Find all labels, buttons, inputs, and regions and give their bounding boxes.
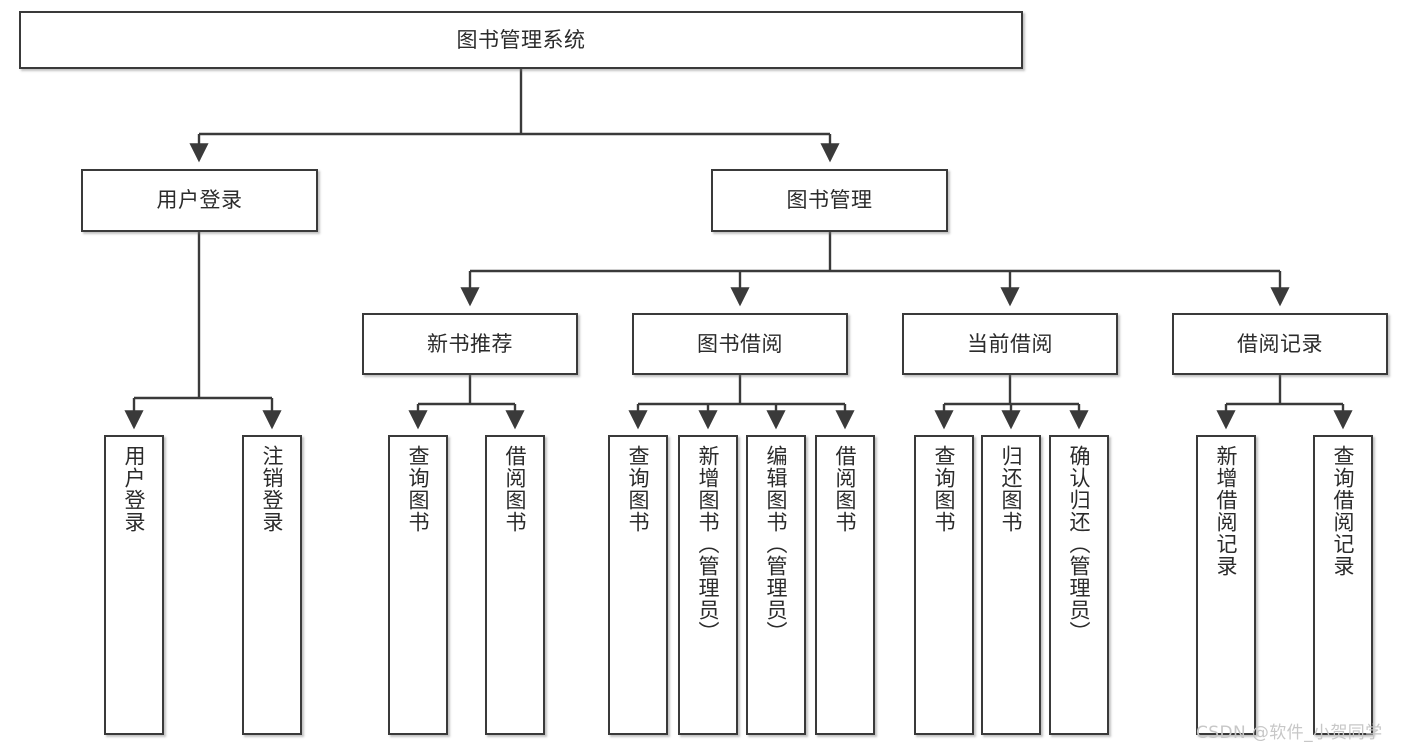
node-leaf-add-book[interactable]: 新增图书（管理员） (678, 435, 738, 735)
node-leaf-borrow-book-rec-label: 借阅图书 (503, 445, 528, 533)
node-leaf-user-login-label: 用户登录 (122, 445, 147, 533)
node-leaf-confirm-return-label: 确认归还（管理员） (1067, 445, 1092, 643)
node-leaf-add-record[interactable]: 新增借阅记录 (1196, 435, 1256, 735)
node-book-manage[interactable]: 图书管理 (711, 169, 948, 232)
node-leaf-return-book-label: 归还图书 (999, 445, 1024, 533)
node-new-book-recommend-label: 新书推荐 (427, 331, 513, 356)
node-leaf-query-book-current-label: 查询图书 (932, 445, 957, 533)
node-leaf-query-book-borrow-label: 查询图书 (626, 445, 651, 533)
node-current-borrow[interactable]: 当前借阅 (902, 313, 1118, 375)
node-user-login-label: 用户登录 (156, 188, 243, 213)
node-book-borrow[interactable]: 图书借阅 (632, 313, 848, 375)
node-borrow-record[interactable]: 借阅记录 (1172, 313, 1388, 375)
node-leaf-query-book-current[interactable]: 查询图书 (914, 435, 974, 735)
node-leaf-add-book-label: 新增图书（管理员） (696, 445, 721, 643)
node-leaf-logout-label: 注销登录 (260, 445, 285, 533)
node-leaf-query-book-rec[interactable]: 查询图书 (388, 435, 448, 735)
node-current-borrow-label: 当前借阅 (967, 331, 1053, 356)
node-leaf-return-book[interactable]: 归还图书 (981, 435, 1041, 735)
node-leaf-add-record-label: 新增借阅记录 (1214, 445, 1239, 577)
node-user-login[interactable]: 用户登录 (81, 169, 318, 232)
node-book-borrow-label: 图书借阅 (697, 331, 783, 356)
node-book-manage-label: 图书管理 (786, 188, 873, 213)
node-leaf-confirm-return[interactable]: 确认归还（管理员） (1049, 435, 1109, 735)
node-new-book-recommend[interactable]: 新书推荐 (362, 313, 578, 375)
node-leaf-edit-book-label: 编辑图书（管理员） (764, 445, 789, 643)
node-leaf-borrow-book-rec[interactable]: 借阅图书 (485, 435, 545, 735)
node-leaf-edit-book[interactable]: 编辑图书（管理员） (746, 435, 806, 735)
node-leaf-query-record-label: 查询借阅记录 (1331, 445, 1356, 577)
node-leaf-user-login[interactable]: 用户登录 (104, 435, 164, 735)
node-root-label: 图书管理系统 (456, 27, 586, 52)
node-leaf-borrow-book[interactable]: 借阅图书 (815, 435, 875, 735)
node-leaf-query-book-rec-label: 查询图书 (406, 445, 431, 533)
node-leaf-logout[interactable]: 注销登录 (242, 435, 302, 735)
csdn-watermark: CSDN @软件_小贺同学 (1196, 723, 1383, 743)
node-root[interactable]: 图书管理系统 (19, 11, 1023, 69)
node-leaf-borrow-book-label: 借阅图书 (833, 445, 858, 533)
node-leaf-query-record[interactable]: 查询借阅记录 (1313, 435, 1373, 735)
node-borrow-record-label: 借阅记录 (1237, 331, 1323, 356)
node-leaf-query-book-borrow[interactable]: 查询图书 (608, 435, 668, 735)
